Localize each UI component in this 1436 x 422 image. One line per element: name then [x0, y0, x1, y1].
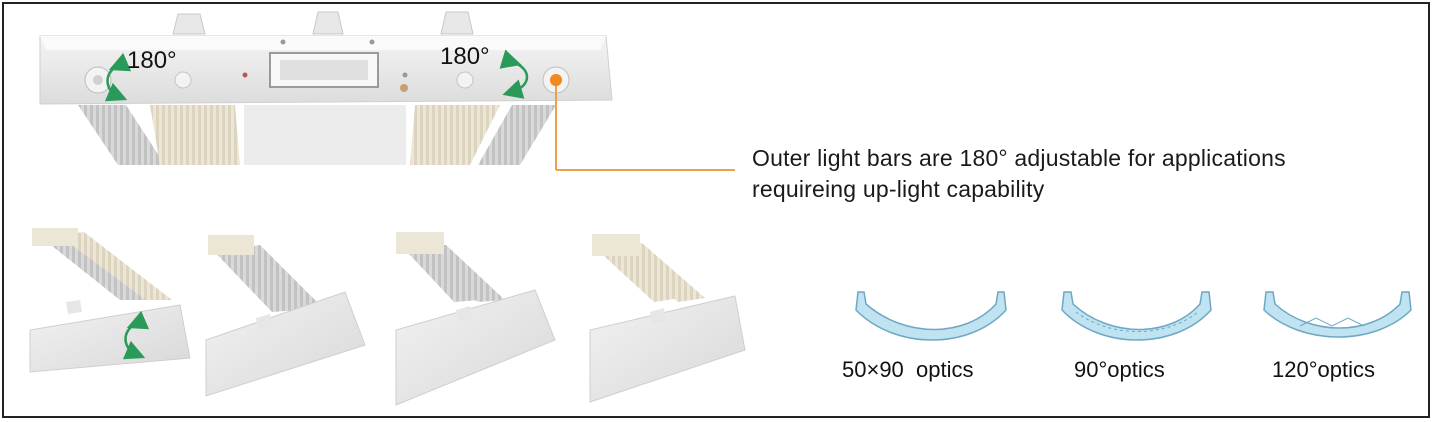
inner-light-bar-right	[410, 105, 500, 165]
optic-label-50x90: 50×90 optics	[842, 357, 974, 382]
optic-label-90: 90°optics	[1074, 357, 1165, 382]
rotation-stage-4	[589, 234, 746, 403]
callout-line-1: Outer light bars are 180° adjustable for…	[752, 145, 1286, 171]
callout-connector	[550, 74, 735, 171]
inner-light-bar-left	[150, 105, 240, 165]
rotation-stage-3	[395, 232, 556, 406]
lens-120-profile	[1263, 291, 1412, 338]
rotation-stage-2	[205, 235, 366, 397]
callout-line-2: requireing up-light capability	[752, 176, 1045, 202]
lens-50x90-profile	[855, 291, 1007, 341]
rotation-stage-1	[29, 228, 191, 373]
curved-double-arrow-icon	[104, 52, 132, 102]
optic-label-120: 120°optics	[1272, 357, 1375, 382]
rotation-label-right: 180°	[440, 43, 490, 70]
rotation-label-left: 180°	[127, 47, 177, 74]
outer-light-bar-right	[478, 105, 556, 165]
curved-double-arrow-icon	[499, 49, 529, 99]
fixture-top-view: 180° 180°	[39, 11, 613, 165]
callout-dot	[550, 74, 562, 86]
adjustability-callout: Outer light bars are 180° adjustable for…	[752, 143, 1422, 205]
outer-light-bar-left	[78, 105, 165, 165]
curved-double-arrow-icon	[122, 310, 150, 360]
center-driver-panel	[244, 105, 406, 165]
lens-90-profile	[1061, 291, 1212, 341]
